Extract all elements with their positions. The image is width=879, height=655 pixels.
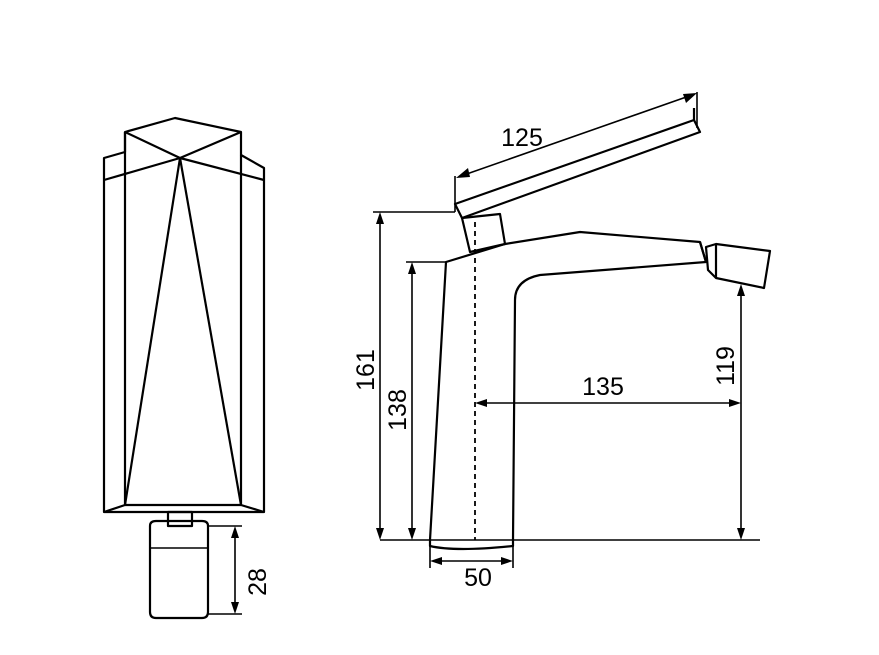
front-body-inner-left bbox=[103, 132, 127, 514]
dim-161-arrow-top bbox=[376, 212, 384, 224]
dim-125-line bbox=[460, 94, 693, 177]
dim-28-arrow-bottom bbox=[231, 602, 239, 614]
dim-135-label: 135 bbox=[582, 373, 624, 401]
tap-base bbox=[428, 540, 515, 551]
front-facet-mid-left bbox=[103, 156, 181, 182]
dim-28-arrow-top bbox=[231, 526, 239, 538]
dim-119-label: 119 bbox=[712, 346, 740, 386]
dim-125-arrow-right bbox=[683, 93, 697, 103]
front-stem bbox=[166, 510, 194, 528]
dim-119-arrow-top bbox=[737, 284, 745, 296]
dim-50-arrow-left bbox=[430, 557, 442, 565]
dim-119-arrow-bottom bbox=[737, 528, 745, 540]
dim-161-arrow-bottom bbox=[376, 528, 384, 540]
dim-135-arrow-left bbox=[475, 399, 487, 407]
dim-138-arrow-bottom bbox=[408, 528, 416, 540]
front-facet-mid-right bbox=[179, 156, 265, 182]
front-base-cylinder bbox=[148, 519, 210, 620]
front-top-ridge bbox=[124, 130, 242, 160]
tap-body-outline bbox=[428, 230, 708, 541]
front-body-outline bbox=[102, 116, 266, 514]
dim-125-arrow-left bbox=[456, 168, 470, 178]
dim-138-arrow-top bbox=[408, 262, 416, 274]
dim-50-label: 50 bbox=[464, 564, 492, 592]
spout-tip-edge bbox=[698, 241, 708, 263]
dim-138-label: 138 bbox=[384, 389, 412, 431]
dim-50-arrow-right bbox=[501, 557, 513, 565]
dim-135-arrow-right bbox=[729, 399, 741, 407]
front-view: 28 bbox=[102, 116, 272, 620]
side-view: 125 161 138 135 119 50 bbox=[352, 92, 772, 592]
dim-125-label: 125 bbox=[501, 124, 543, 152]
front-facet-right bbox=[178, 157, 243, 506]
front-facet-left bbox=[123, 157, 182, 506]
front-body-inner-right bbox=[239, 155, 265, 514]
dim-161-label: 161 bbox=[352, 349, 380, 391]
dim-28-label: 28 bbox=[244, 568, 272, 596]
lever-handle bbox=[453, 118, 702, 220]
